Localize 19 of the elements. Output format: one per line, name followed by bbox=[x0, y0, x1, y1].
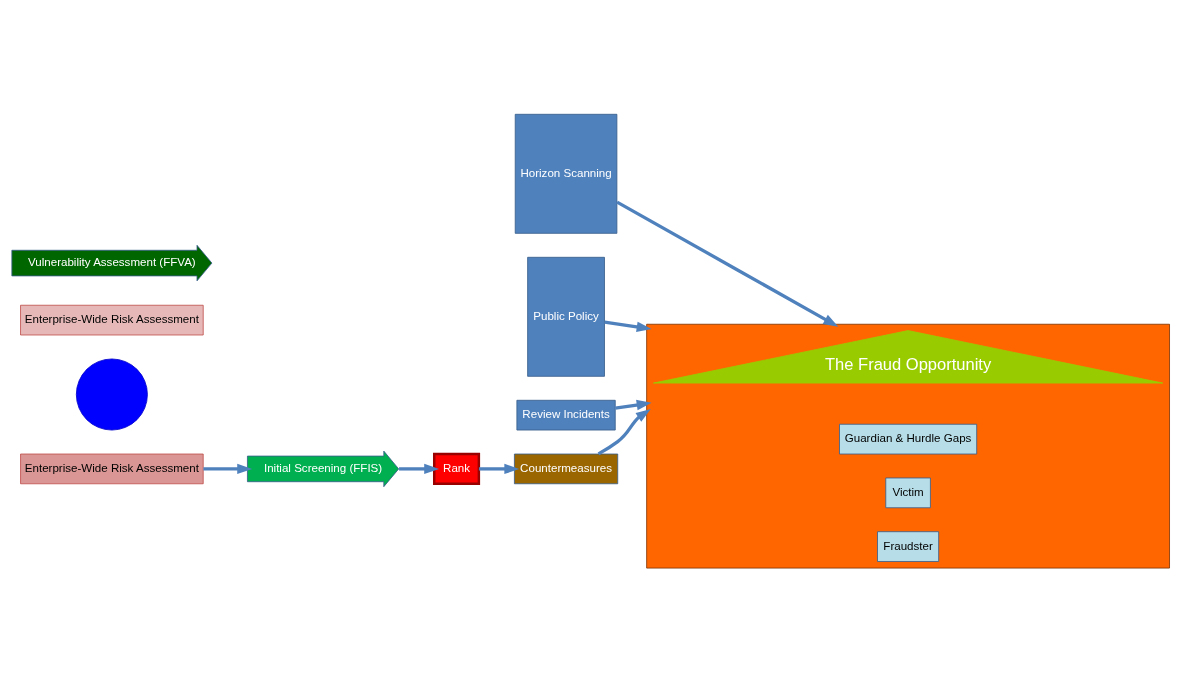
arrow bbox=[399, 463, 440, 475]
node-box: Public Policy bbox=[527, 256, 605, 377]
arrow bbox=[604, 320, 652, 332]
node-box: Guardian & Hurdle Gaps bbox=[839, 423, 978, 455]
node-box: Rank bbox=[433, 452, 481, 485]
arrow bbox=[597, 409, 651, 456]
node-box: Enterprise-Wide Risk Assessment bbox=[20, 453, 204, 485]
node-box: Victim bbox=[885, 477, 931, 509]
node-circle bbox=[75, 358, 148, 431]
node-box: Countermeasures bbox=[514, 453, 619, 485]
arrow bbox=[478, 463, 520, 475]
cluster bbox=[646, 323, 1170, 569]
node-box: Fraudster bbox=[877, 531, 940, 562]
arrow bbox=[616, 200, 839, 327]
arrow bbox=[615, 399, 652, 411]
node-box: Enterprise-Wide Risk Assessment bbox=[20, 304, 204, 336]
node-box: Review Incidents bbox=[516, 399, 616, 431]
arrow bbox=[203, 463, 253, 475]
node-box: Horizon Scanning bbox=[514, 113, 618, 234]
